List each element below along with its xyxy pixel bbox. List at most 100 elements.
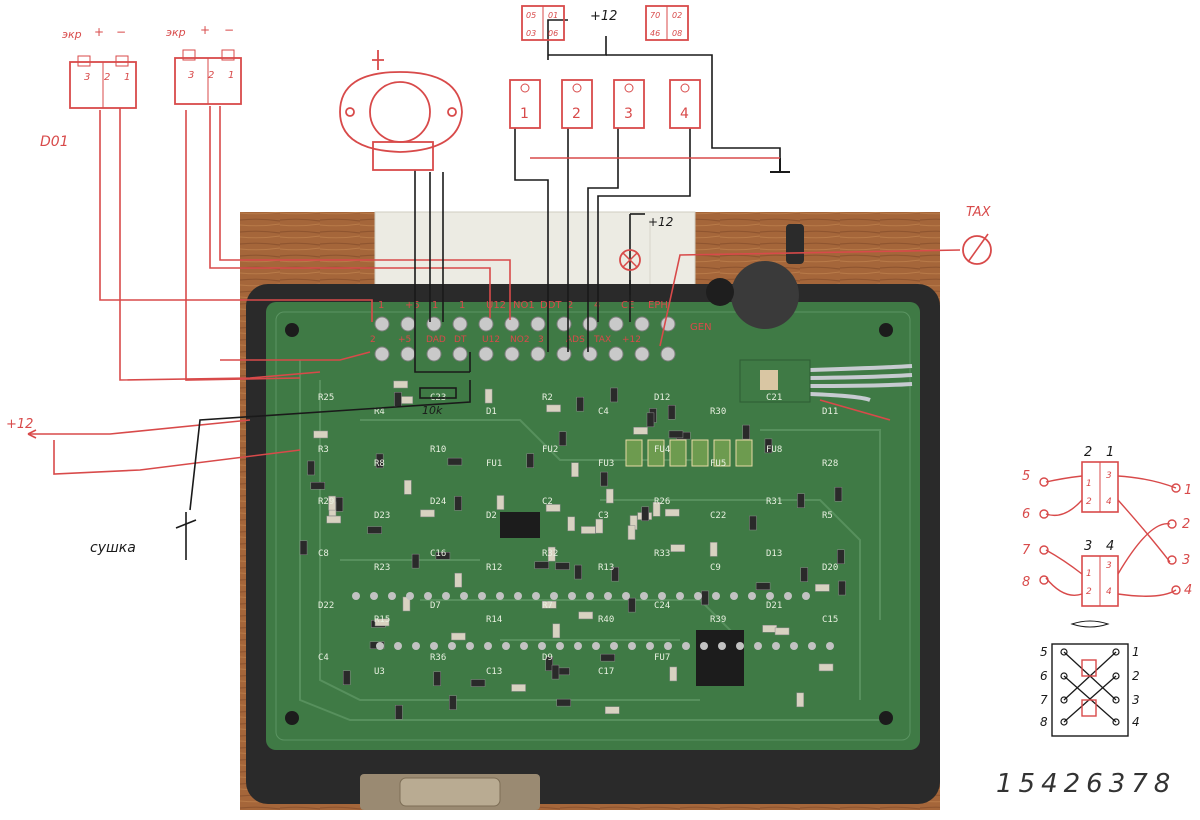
smd-part bbox=[328, 495, 336, 511]
injector-relay-right bbox=[645, 5, 689, 41]
fuse bbox=[669, 439, 687, 467]
solder-pad bbox=[592, 642, 600, 650]
pcb-component-label: C13 bbox=[486, 667, 502, 677]
pinout-mid-header-4: 4 bbox=[1106, 539, 1114, 554]
indicator-lamp bbox=[619, 249, 641, 271]
smd-part bbox=[545, 656, 553, 671]
connector-pin bbox=[426, 316, 442, 332]
crossover-left-5: 5 bbox=[1040, 645, 1048, 659]
transistor-hole bbox=[624, 83, 634, 93]
connector-bottom-label: DT bbox=[454, 335, 467, 345]
smd-part bbox=[496, 495, 505, 510]
crossover-left-6: 6 bbox=[1040, 669, 1048, 683]
pcb-component-label: R4 bbox=[374, 407, 385, 417]
pcb-component-label: D23 bbox=[374, 511, 390, 521]
pcb-component-label: R30 bbox=[710, 407, 726, 417]
smd-part bbox=[342, 670, 351, 686]
pcb-component-label: D1 bbox=[486, 407, 497, 417]
connector-top-label: NO1 bbox=[513, 300, 535, 311]
fuse bbox=[647, 439, 665, 467]
pinout-relay-diagram bbox=[1039, 461, 1181, 628]
connector-pin bbox=[452, 316, 468, 332]
switch-label: сушка bbox=[90, 540, 136, 556]
connector-pin bbox=[400, 346, 416, 362]
pcb-board bbox=[266, 302, 920, 750]
coil-left-pin-3: 1 bbox=[124, 72, 130, 83]
smd-part bbox=[611, 566, 619, 582]
connector-bottom-label: U12 bbox=[482, 335, 500, 345]
crossover-left-7: 7 bbox=[1040, 693, 1048, 707]
solder-pad bbox=[532, 592, 540, 600]
pcb-component-label: FU3 bbox=[598, 459, 614, 469]
pcb-component-label: R14 bbox=[486, 615, 502, 625]
solder-pad bbox=[520, 642, 528, 650]
smd-part bbox=[764, 438, 773, 454]
smd-part bbox=[310, 481, 326, 490]
smd-part bbox=[646, 412, 655, 428]
red-wires bbox=[50, 106, 961, 475]
solder-pad bbox=[484, 642, 492, 650]
smd-part bbox=[571, 462, 579, 477]
smd-part bbox=[546, 404, 561, 413]
solder-pad bbox=[388, 592, 396, 600]
coil-left-title: D01 bbox=[40, 134, 69, 150]
pcb-component-label: R7 bbox=[542, 601, 553, 611]
pcb-component-label: D20 bbox=[822, 563, 838, 573]
smd-part bbox=[395, 705, 403, 720]
coil-left-pin-1: 3 bbox=[84, 72, 90, 83]
smd-part bbox=[556, 698, 571, 707]
solder-pad bbox=[712, 592, 720, 600]
smd-part bbox=[547, 546, 556, 562]
connector-top-label: +5 bbox=[405, 300, 420, 311]
mounting-holes bbox=[285, 323, 893, 725]
solder-pad bbox=[628, 642, 636, 650]
transistor-hole bbox=[572, 83, 582, 93]
connector-bottom-label: 2 bbox=[370, 335, 376, 345]
black-wires bbox=[189, 19, 781, 511]
solder-pad bbox=[412, 642, 420, 650]
smd-part bbox=[641, 506, 649, 522]
tach-label: TAX bbox=[966, 205, 992, 220]
relay-right-pin-4: 08 bbox=[672, 29, 682, 38]
solder-pad bbox=[556, 642, 564, 650]
fuse bbox=[691, 439, 709, 467]
smd-part bbox=[335, 497, 344, 512]
pcb-component-label: D21 bbox=[766, 601, 782, 611]
smd-part bbox=[574, 564, 582, 580]
connector-pin bbox=[556, 316, 572, 332]
smd-part bbox=[774, 627, 790, 636]
smd-part bbox=[470, 679, 486, 687]
pcb-component-label: R26 bbox=[654, 497, 670, 507]
pcb-component-label: D7 bbox=[430, 601, 441, 611]
solder-pad bbox=[460, 592, 468, 600]
tach-gauge-symbol bbox=[962, 233, 992, 265]
smd-part bbox=[755, 582, 771, 590]
smd-part bbox=[606, 488, 614, 504]
connector-pin bbox=[504, 346, 520, 362]
smd-part bbox=[652, 502, 661, 517]
relay-right-pin-3: 46 bbox=[650, 29, 660, 38]
solder-pad bbox=[646, 642, 654, 650]
coil-left-label-3: − bbox=[116, 25, 126, 39]
pcb-component-label: D24 bbox=[430, 497, 446, 507]
pinout-box-mid-pin-4: 4 bbox=[1106, 587, 1112, 597]
solder-pad bbox=[376, 642, 384, 650]
pcb-component-label: R13 bbox=[598, 563, 614, 573]
connector-pin bbox=[426, 346, 442, 362]
smd-part bbox=[511, 684, 526, 692]
ic-chip-small bbox=[500, 512, 540, 538]
solder-pad bbox=[496, 592, 504, 600]
crossover-left-8: 8 bbox=[1040, 715, 1048, 729]
connector-pin bbox=[530, 346, 546, 362]
connector-bottom-label: DAD bbox=[426, 335, 446, 345]
pcb-component-label: R33 bbox=[654, 549, 670, 559]
smd-part bbox=[800, 567, 808, 582]
connector-pin bbox=[374, 346, 390, 362]
connector-pin bbox=[478, 346, 494, 362]
connector-pin bbox=[556, 346, 572, 362]
fuse bbox=[625, 439, 643, 467]
pinout-right-4: 4 bbox=[1184, 583, 1192, 598]
solder-pad bbox=[826, 642, 834, 650]
